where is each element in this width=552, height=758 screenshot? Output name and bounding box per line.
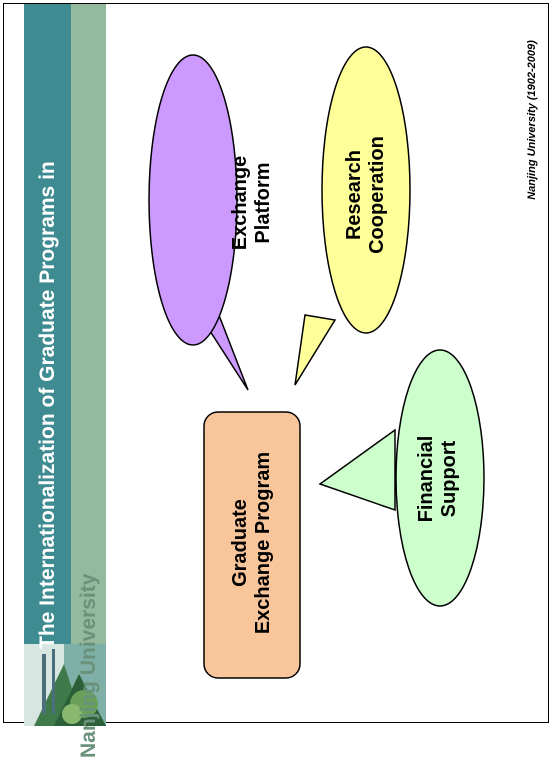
graduate-exchange-program-box [203, 411, 301, 679]
campus-logo-image [24, 644, 106, 726]
research-cooperation-bubble [294, 46, 411, 386]
exchange-platform-bubble [148, 54, 249, 391]
subheader-bar [71, 4, 106, 726]
financial-support-bubble [318, 349, 485, 607]
diagram-canvas [148, 46, 485, 679]
header-bar [24, 4, 71, 726]
